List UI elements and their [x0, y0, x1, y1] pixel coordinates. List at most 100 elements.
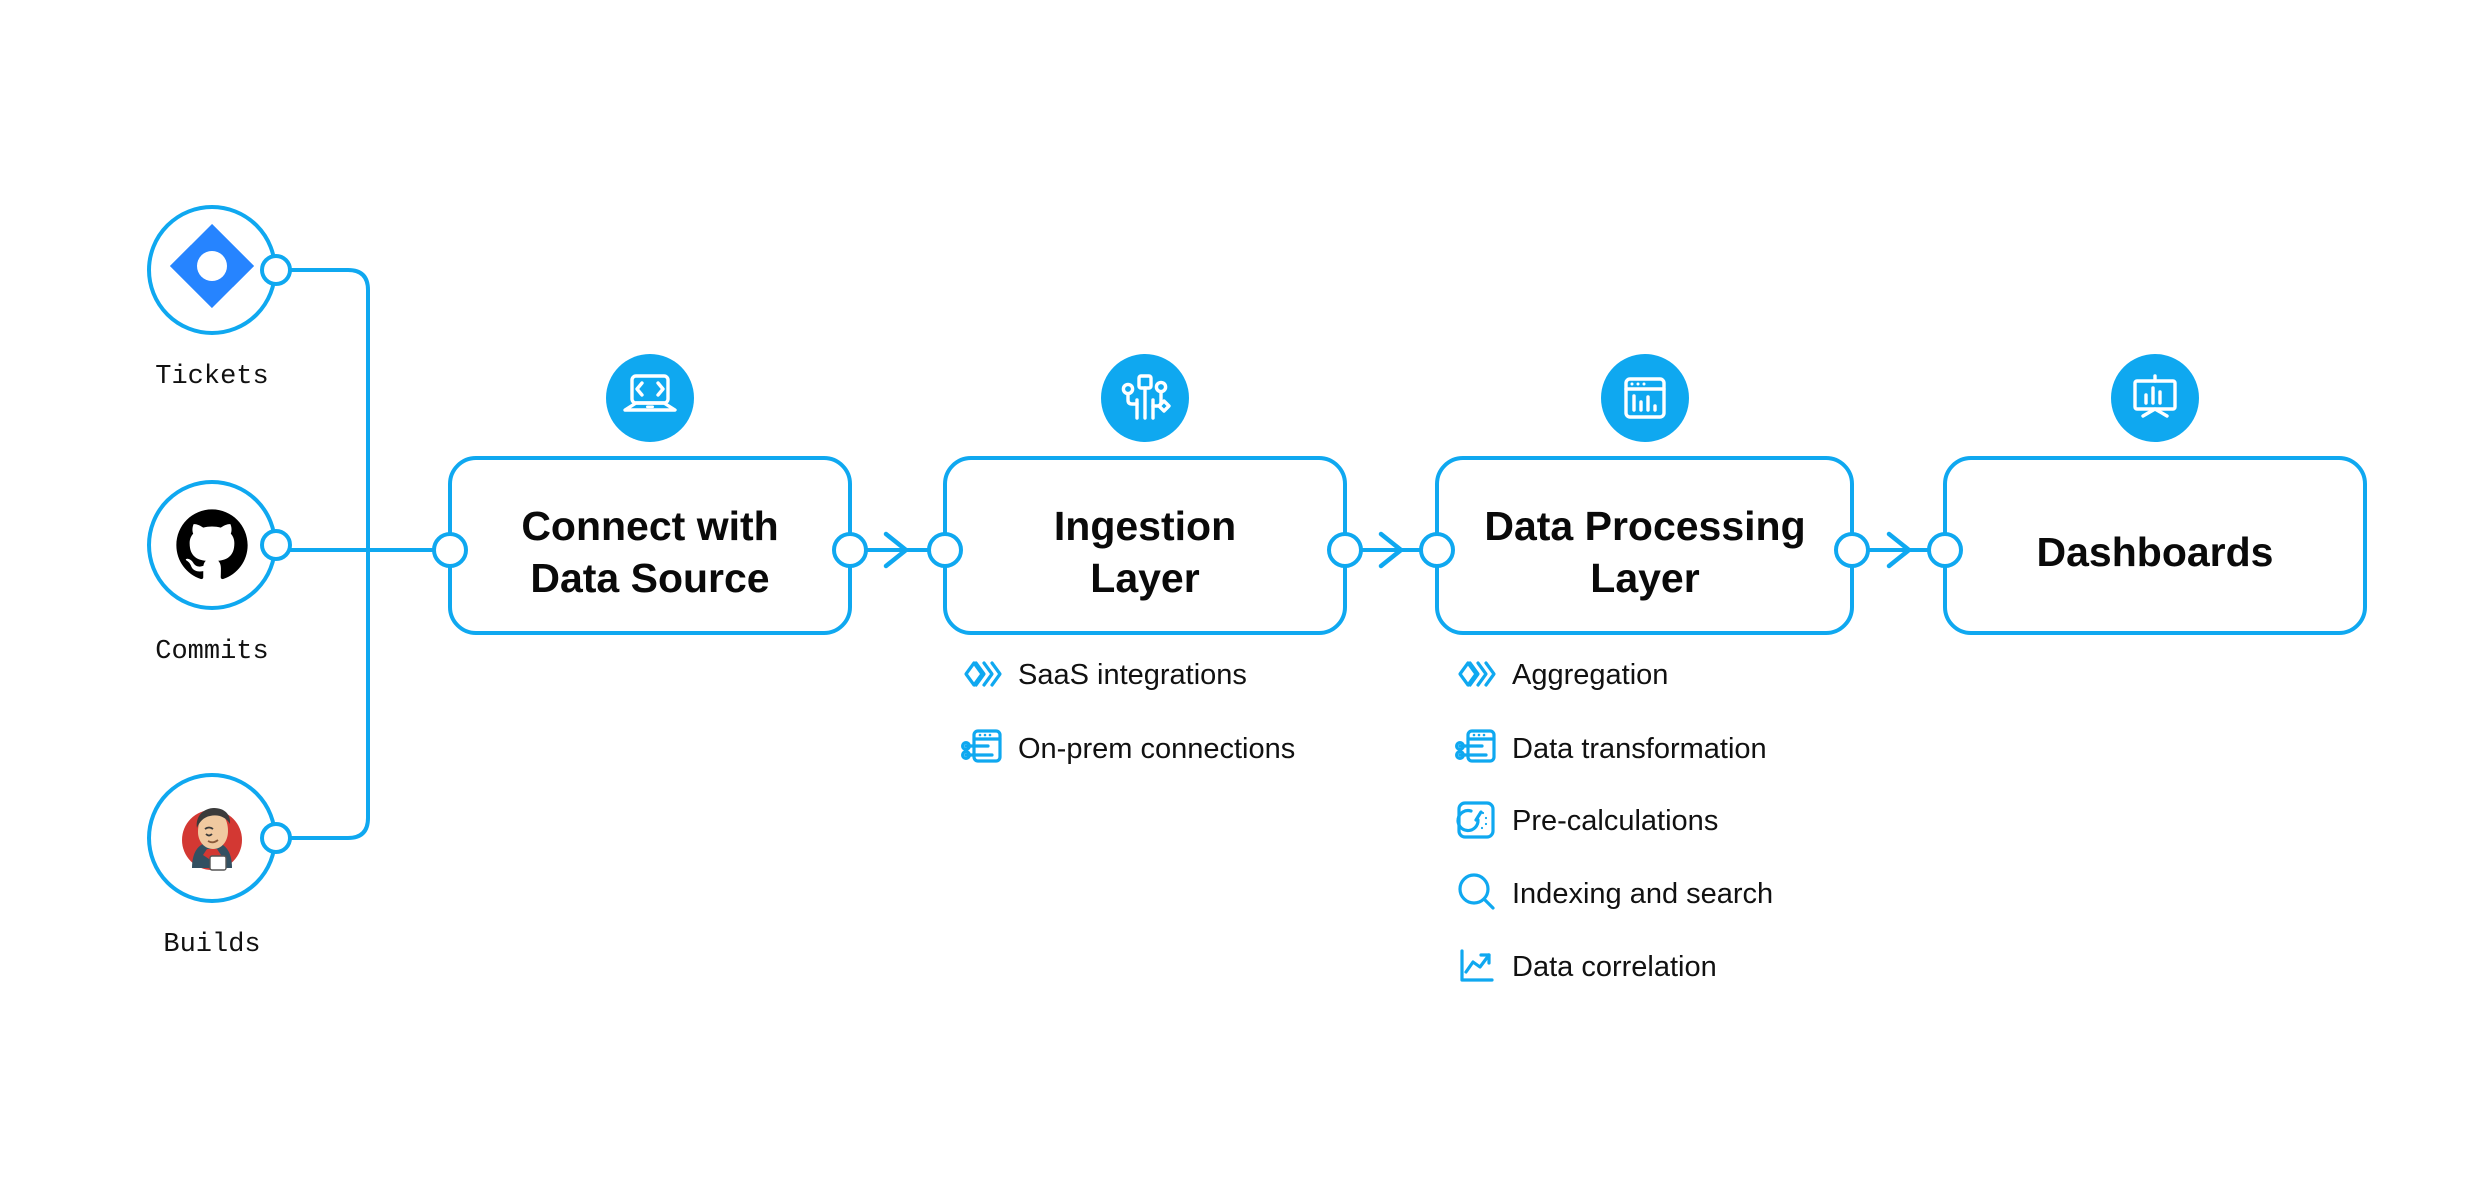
circuit-diamond — [1157, 399, 1171, 413]
stage-port-in-dashboards[interactable] — [1927, 532, 1963, 568]
server-dot-3 — [1482, 733, 1486, 737]
feature-label: Data correlation — [1512, 951, 1717, 983]
stage-badge-connect-with-data-source — [606, 354, 694, 442]
stage-ingestion-layer[interactable]: Ingestion Layer — [927, 354, 1363, 635]
flow-arrow-icon — [1886, 531, 1912, 569]
feature-item[interactable]: Aggregation — [1458, 659, 1668, 691]
stage-title-line-1: Connect with — [521, 503, 778, 549]
source-node-builds[interactable]: Builds — [147, 773, 292, 960]
source-label-builds: Builds — [163, 930, 260, 960]
jenkins-eye — [205, 833, 213, 837]
feature-item[interactable]: Indexing and search — [1458, 873, 1773, 910]
code-bracket-right — [656, 381, 665, 397]
feature-label: Data transformation — [1512, 733, 1767, 765]
stage-badge-dashboards — [2111, 354, 2199, 442]
jira-center-notch — [197, 251, 227, 281]
circuit-dot-left — [1121, 382, 1135, 396]
slider-knob-2 — [1455, 749, 1466, 761]
gauge-square-icon — [1456, 801, 1495, 839]
feature-label: SaaS integrations — [1018, 659, 1247, 691]
server-sliders-icon — [961, 729, 1002, 763]
feature-label: Indexing and search — [1512, 878, 1773, 910]
jenkins-brow — [204, 826, 214, 830]
wire-builds-to-bus — [290, 550, 370, 840]
gauge-tick-3 — [1484, 822, 1488, 826]
slider-knob-2 — [961, 749, 972, 761]
window-frame — [1624, 377, 1666, 419]
github-octocat-mark — [176, 509, 248, 580]
stage-port-out-ingestion-layer[interactable] — [1327, 532, 1363, 568]
feature-list-data-processing-layer: Aggregation Data transformation — [1455, 659, 1773, 983]
chart-trend-line — [1464, 953, 1491, 974]
jenkins-hair — [196, 808, 231, 828]
flow-arrow-icon — [1378, 531, 1404, 569]
jira-icon — [170, 224, 254, 308]
source-node-tickets[interactable]: Tickets — [147, 205, 292, 392]
chevron-layer-1 — [964, 661, 984, 687]
gauge-tick-2 — [1484, 816, 1488, 820]
stage-badge-data-processing-layer — [1601, 354, 1689, 442]
feature-item[interactable]: Pre-calculations — [1456, 801, 1718, 839]
feature-label: On-prem connections — [1018, 733, 1295, 765]
stage-title-line-1: Ingestion — [1054, 503, 1236, 549]
server-dot-2 — [983, 733, 987, 737]
presentation-legs — [2141, 407, 2169, 418]
stage-data-processing-layer[interactable]: Data Processing Layer — [1419, 354, 1870, 635]
source-port-commits[interactable] — [260, 529, 292, 561]
feature-label: Pre-calculations — [1512, 805, 1718, 837]
magnifier-icon — [1458, 873, 1495, 910]
feature-list-ingestion-layer: SaaS integrations On-prem connections — [961, 659, 1296, 765]
stage-title-line-2: Layer — [1090, 555, 1199, 601]
jenkins-mug — [209, 855, 227, 871]
gauge-tick-4 — [1480, 826, 1484, 830]
flow-arrows — [883, 531, 1912, 569]
magnifier-handle — [1482, 897, 1495, 910]
feature-item[interactable]: Data correlation — [1460, 949, 1717, 983]
server-sliders-icon — [1455, 729, 1496, 763]
source-port-builds[interactable] — [260, 822, 292, 854]
server-dot-3 — [988, 733, 992, 737]
circuit-dot-right — [1154, 380, 1168, 394]
laptop-base — [623, 401, 677, 412]
chevron-layer-4 — [1484, 661, 1496, 687]
laptop-code-icon — [623, 374, 677, 412]
feature-item[interactable]: On-prem connections — [961, 729, 1296, 765]
source-port-tickets[interactable] — [260, 254, 292, 286]
stage-connect-with-data-source[interactable]: Connect with Data Source — [432, 354, 868, 635]
chevron-layer-4 — [990, 661, 1002, 687]
stage-port-in-ingestion-layer[interactable] — [927, 532, 963, 568]
chevron-layer-1 — [1458, 661, 1478, 687]
gauge-arc — [1456, 808, 1480, 833]
stage-port-out-data-processing-layer[interactable] — [1834, 532, 1870, 568]
layers-chevron-icon — [1458, 661, 1496, 687]
server-dot-1 — [1472, 733, 1476, 737]
feature-label: Aggregation — [1512, 659, 1668, 691]
stage-title-line-2: Layer — [1590, 555, 1699, 601]
github-icon — [176, 509, 248, 580]
jenkins-mouth — [207, 839, 219, 844]
jenkins-face — [198, 811, 228, 849]
source-ring-commits — [147, 480, 277, 610]
chevron-layer-3 — [982, 661, 994, 687]
stage-dashboards[interactable]: Dashboards — [1927, 354, 2367, 635]
feature-item[interactable]: SaaS integrations — [964, 659, 1247, 691]
stage-port-in-connect-with-data-source[interactable] — [432, 532, 468, 568]
chart-arrow-head — [1479, 953, 1491, 965]
wire-tickets-to-bus — [290, 268, 370, 550]
circuit-branch-left-elbow — [1126, 392, 1139, 406]
slider-knob-1 — [961, 740, 972, 752]
chevron-layer-3 — [1476, 661, 1488, 687]
gauge-needle — [1474, 810, 1483, 822]
feature-item[interactable]: Data transformation — [1455, 729, 1767, 765]
line-chart-icon — [1460, 949, 1494, 982]
window-dot-3 — [1642, 382, 1646, 386]
slider-knob-1 — [1455, 740, 1466, 752]
window-dot-1 — [1630, 382, 1634, 386]
source-node-commits[interactable]: Commits — [147, 480, 292, 667]
stage-port-out-connect-with-data-source[interactable] — [832, 532, 868, 568]
magnifier-lens — [1458, 873, 1490, 905]
stage-title-line-1: Dashboards — [2037, 529, 2274, 575]
circuit-nodes-icon — [1121, 374, 1171, 420]
stage-port-in-data-processing-layer[interactable] — [1419, 532, 1455, 568]
